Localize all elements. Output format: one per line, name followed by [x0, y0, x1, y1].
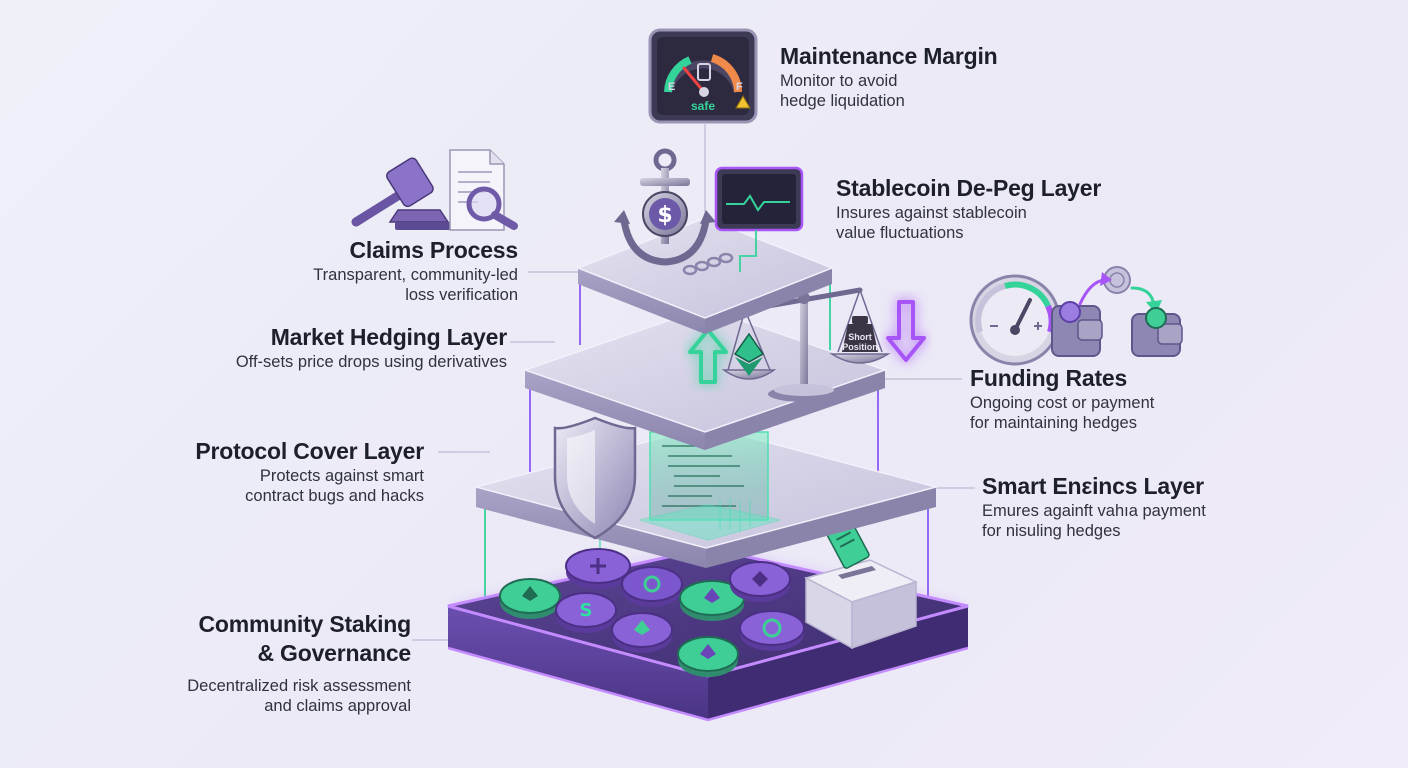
maintenance-margin-desc-1: Monitor to avoid	[780, 71, 998, 91]
document-magnifier-icon	[450, 150, 514, 230]
gauge-right-mark: F	[736, 81, 743, 93]
community-staking-title-2: & Governance	[187, 639, 411, 668]
funding-rates-title: Funding Rates	[970, 364, 1154, 393]
label-community-staking: Community Staking & Governance Decentral…	[187, 610, 411, 716]
label-smart-engines: Smart Enεincs Layer Emures againft vahıa…	[982, 472, 1206, 541]
claims-process-title: Claims Process	[313, 236, 518, 265]
label-stablecoin-depeg: Stablecoin De-Peg Layer Insures against …	[836, 174, 1101, 243]
speedometer-icon	[971, 276, 1059, 364]
label-maintenance-margin: Maintenance Margin Monitor to avoid hedg…	[780, 42, 998, 111]
stablecoin-depeg-desc-2: value fluctuations	[836, 223, 1101, 243]
smart-engines-desc-2: for nisuling hedges	[982, 521, 1206, 541]
protocol-cover-desc-2: contract bugs and hacks	[195, 486, 424, 506]
community-staking-desc-2: and claims approval	[187, 696, 411, 716]
label-claims-process: Claims Process Transparent, community-le…	[313, 236, 518, 305]
label-market-hedging: Market Hedging Layer Off-sets price drop…	[236, 323, 507, 372]
gauge-left-mark: E	[668, 81, 675, 93]
claims-process-desc-1: Transparent, community-led	[313, 265, 518, 285]
stablecoin-depeg-title: Stablecoin De-Peg Layer	[836, 174, 1101, 203]
market-hedging-title: Market Hedging Layer	[236, 323, 507, 352]
crypto-coin-icon: S	[556, 593, 616, 633]
claims-process-desc-2: loss verification	[313, 285, 518, 305]
maintenance-margin-title: Maintenance Margin	[780, 42, 998, 71]
community-staking-desc-1: Decentralized risk assessment	[187, 676, 411, 696]
market-hedging-desc-1: Off-sets price drops using derivatives	[236, 352, 507, 372]
maintenance-margin-desc-2: hedge liquidation	[780, 91, 998, 111]
crypto-coin-icon	[678, 637, 738, 677]
protocol-cover-desc-1: Protects against smart	[195, 466, 424, 486]
funding-rates-desc-1: Ongoing cost or payment	[970, 393, 1154, 413]
label-funding-rates: Funding Rates Ongoing cost or payment fo…	[970, 364, 1154, 433]
gauge-status: safe	[691, 99, 715, 113]
crypto-coin-icon	[566, 549, 630, 589]
dollar-sign: $	[657, 203, 672, 228]
label-protocol-cover: Protocol Cover Layer Protects against sm…	[195, 437, 424, 506]
funding-rates-desc-2: for maintaining hedges	[970, 413, 1154, 433]
crypto-coin-icon	[740, 611, 804, 651]
scale-weight-label-2: Position	[842, 342, 878, 352]
smart-engines-desc-1: Emures againft vahıa payment	[982, 501, 1206, 521]
ballot-box-icon	[806, 519, 916, 648]
smart-engines-title: Smart Enεincs Layer	[982, 472, 1206, 501]
crypto-coin-icon	[730, 562, 790, 602]
arrow-down-icon	[888, 302, 924, 360]
gavel-icon	[356, 156, 451, 230]
crypto-coin-icon	[612, 613, 672, 653]
wallet-icon	[1052, 302, 1102, 356]
protocol-cover-title: Protocol Cover Layer	[195, 437, 424, 466]
svg-text:S: S	[580, 600, 593, 621]
wallet-icon	[1132, 308, 1182, 356]
community-staking-title-1: Community Staking	[187, 610, 411, 639]
crypto-coin-icon	[622, 567, 682, 607]
scale-weight-label-1: Short	[848, 332, 872, 342]
crypto-coin-icon	[500, 579, 560, 619]
stablecoin-depeg-desc-1: Insures against stablecoin	[836, 203, 1101, 223]
